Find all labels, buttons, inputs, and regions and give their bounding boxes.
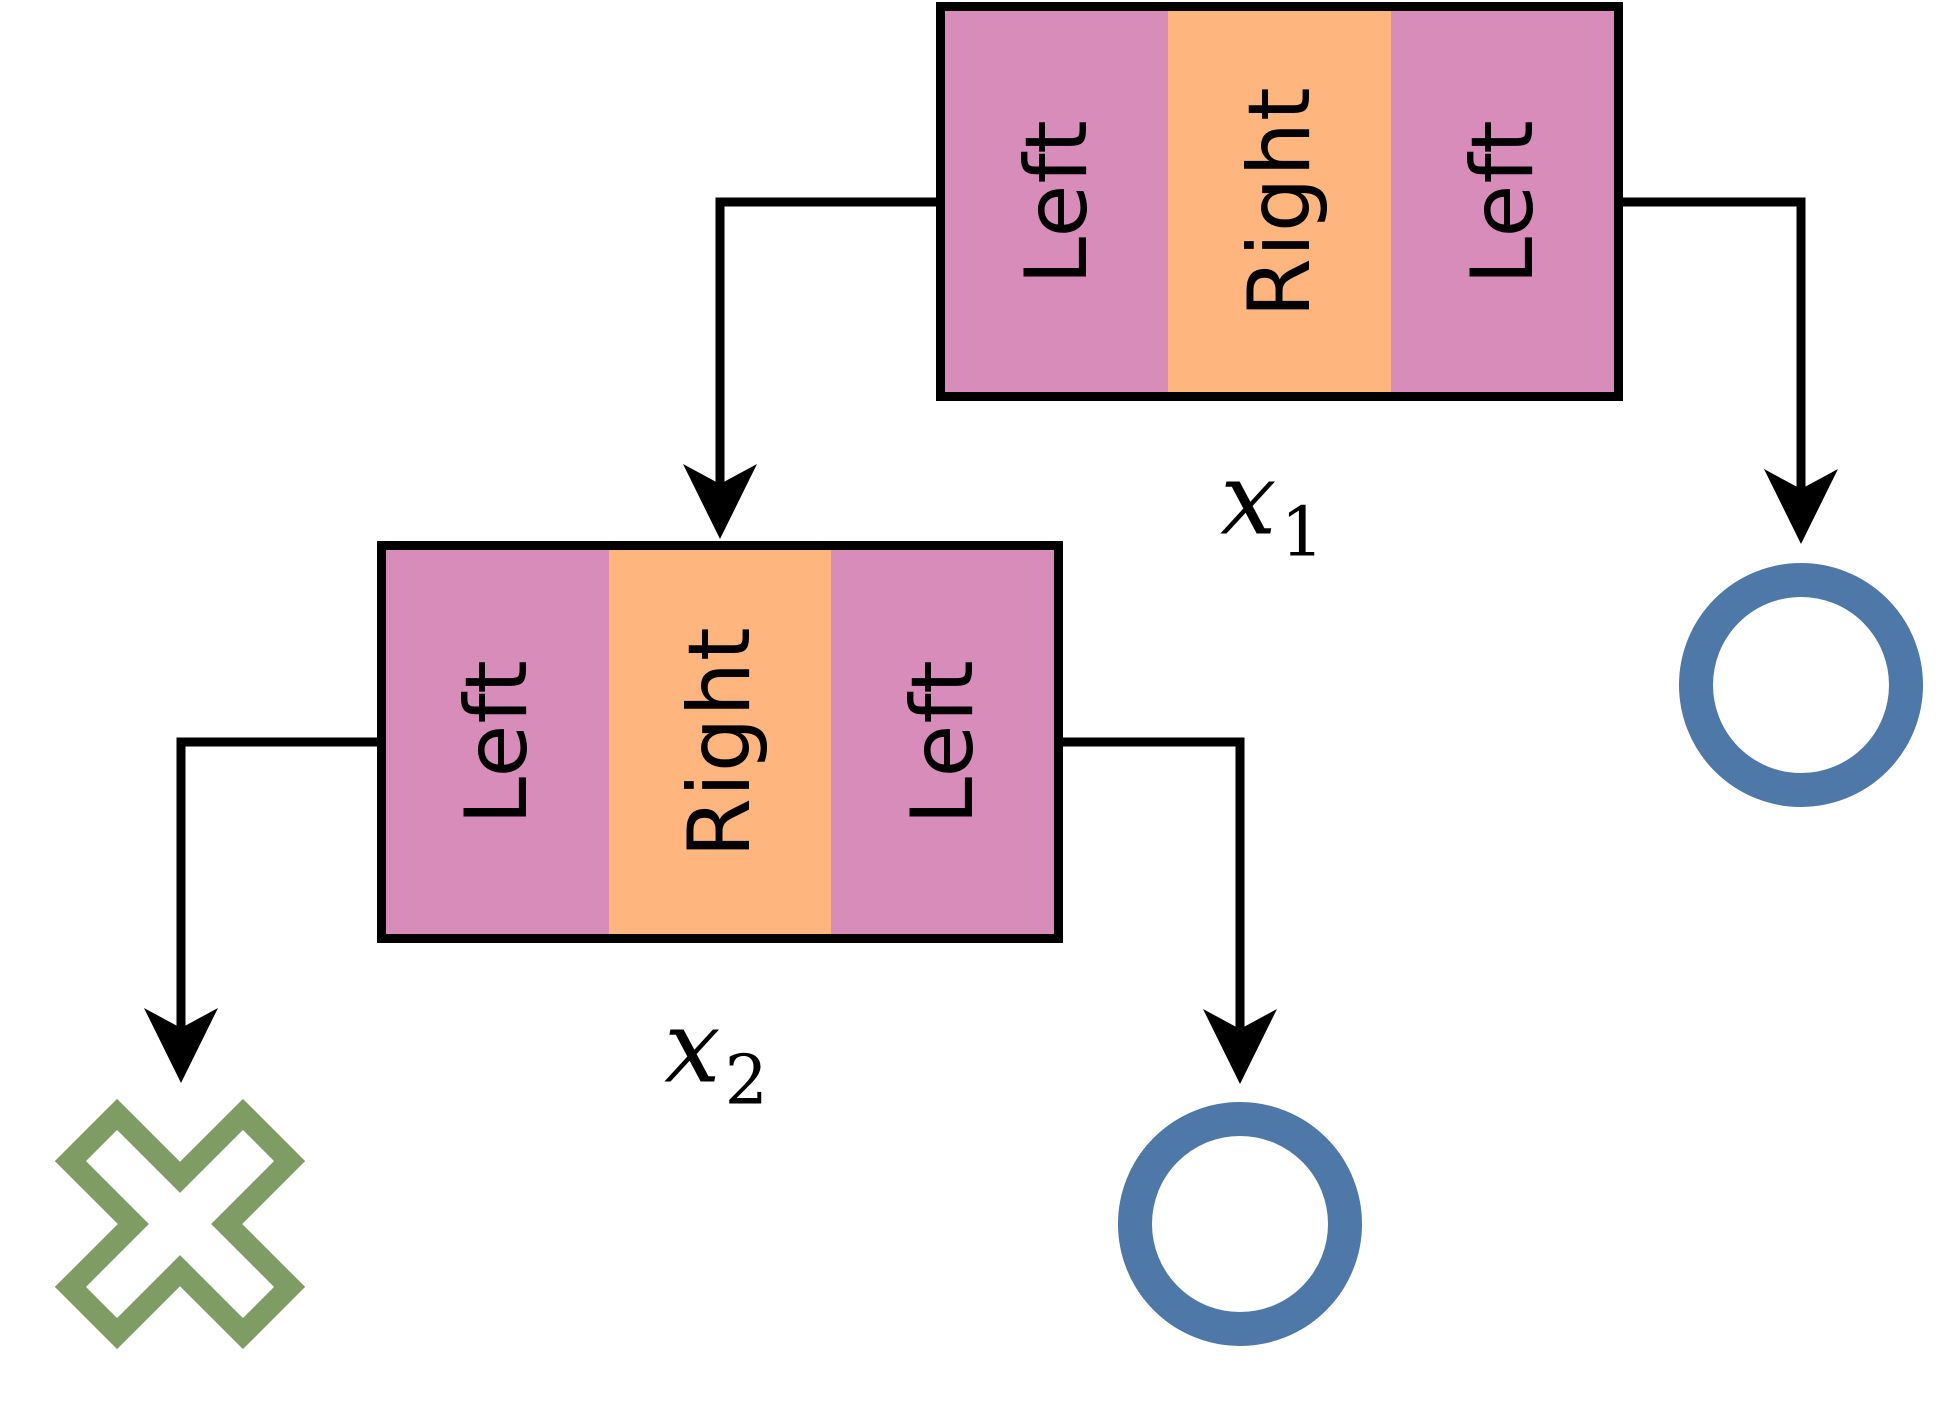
node2-right-band: Right (608, 550, 832, 934)
node2-right-label: Right (670, 626, 770, 858)
arrowhead-icon (1203, 1009, 1277, 1084)
arrow-node1-to-circle-leaf (1619, 197, 1838, 544)
cross-icon (54, 1098, 306, 1350)
x2-variable: x (664, 988, 721, 1106)
node2-feature-label: x2 (664, 997, 768, 1121)
split-node-x2: Left Right Left (377, 541, 1063, 943)
node1-right-band: Right (1168, 11, 1391, 392)
node2-left-band-2: Left (831, 550, 1055, 934)
x1-variable: x (1220, 440, 1277, 558)
node2-left-label-2: Left (892, 659, 993, 825)
node1-left-band-2: Left (1391, 11, 1614, 392)
arrow-node2-to-cross-leaf (144, 737, 381, 1083)
arrow-node2-to-circle-leaf (1059, 737, 1277, 1084)
node1-right-label: Right (1229, 85, 1330, 318)
arrow-node1-to-node2 (683, 197, 936, 539)
node2-left-band: Left (386, 550, 609, 934)
arrowhead-icon (144, 1008, 218, 1083)
node1-left-band: Left (945, 11, 1168, 392)
circle-icon (1118, 1102, 1362, 1346)
node1-left-label-2: Left (1452, 118, 1553, 285)
x2-subscript: 2 (724, 1041, 768, 1121)
node1-feature-label: x1 (1220, 449, 1324, 573)
node1-left-label: Left (1006, 118, 1107, 285)
arrowhead-icon (683, 464, 757, 539)
split-node-x1: Left Right Left (936, 2, 1623, 401)
arrowhead-icon (1764, 469, 1838, 544)
node2-left-label: Left (447, 659, 548, 825)
circle-icon (1679, 563, 1923, 807)
x1-subscript: 1 (1280, 493, 1324, 573)
